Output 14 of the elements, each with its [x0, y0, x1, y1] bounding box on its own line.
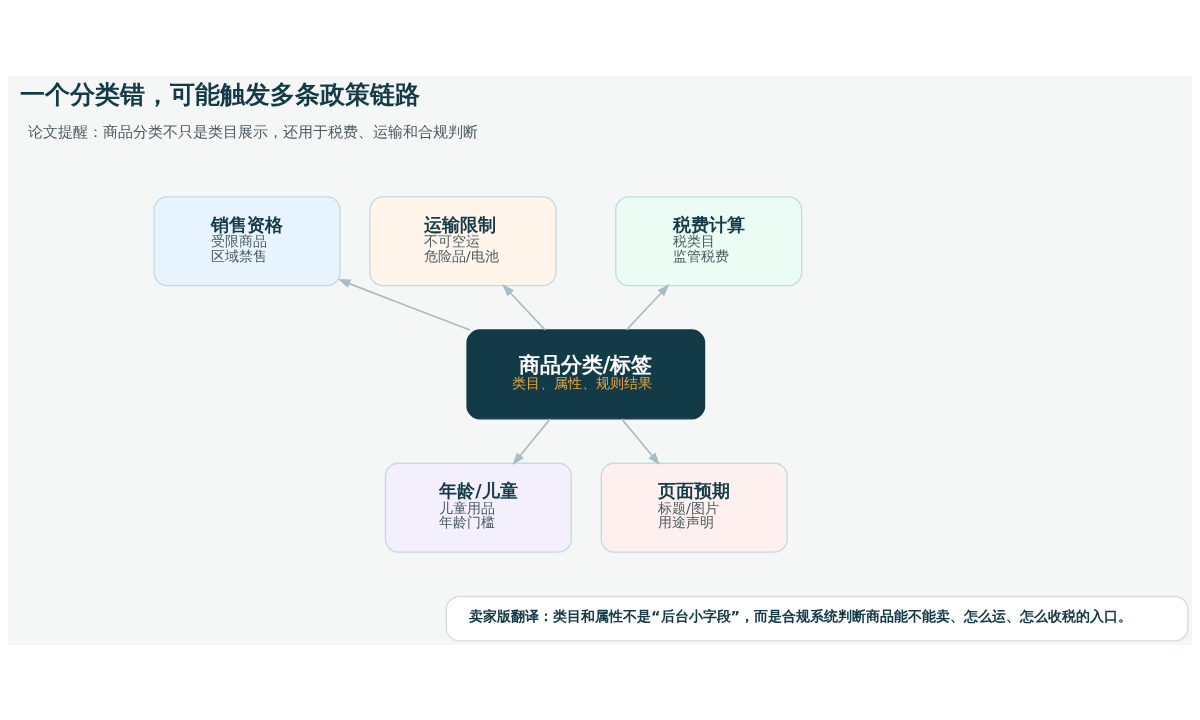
node-box: 商品分类/标签 类目、属性、规则结果	[466, 328, 706, 420]
node-box: 年龄/儿童 儿童用品 年龄门槛	[384, 462, 572, 553]
arrow	[625, 283, 670, 331]
node-box: 销售资格 受限商品 区域禁售	[153, 195, 341, 286]
node-box: 卖家版翻译：类目和属性不是“后台小字段”，而是合规系统判断商品能不能卖、怎么运、怎么收税的入口。	[445, 595, 1189, 642]
node-box: 税费计算 税类目 监管税费	[615, 195, 803, 286]
arrow	[502, 283, 546, 331]
node-box: 运输限制 不可空运 危险品/电池	[369, 195, 557, 286]
arrow	[337, 278, 471, 331]
label: 论文提醒：商品分类不只是类目展示，还用于税费、运输和合规判断	[28, 122, 479, 141]
arrow	[621, 417, 660, 465]
node-box: 页面预期 标题/图片 用途声明	[600, 462, 788, 553]
arrow	[512, 417, 551, 465]
diagram-title: 一个分类错，可能触发多条政策链路	[20, 79, 421, 109]
